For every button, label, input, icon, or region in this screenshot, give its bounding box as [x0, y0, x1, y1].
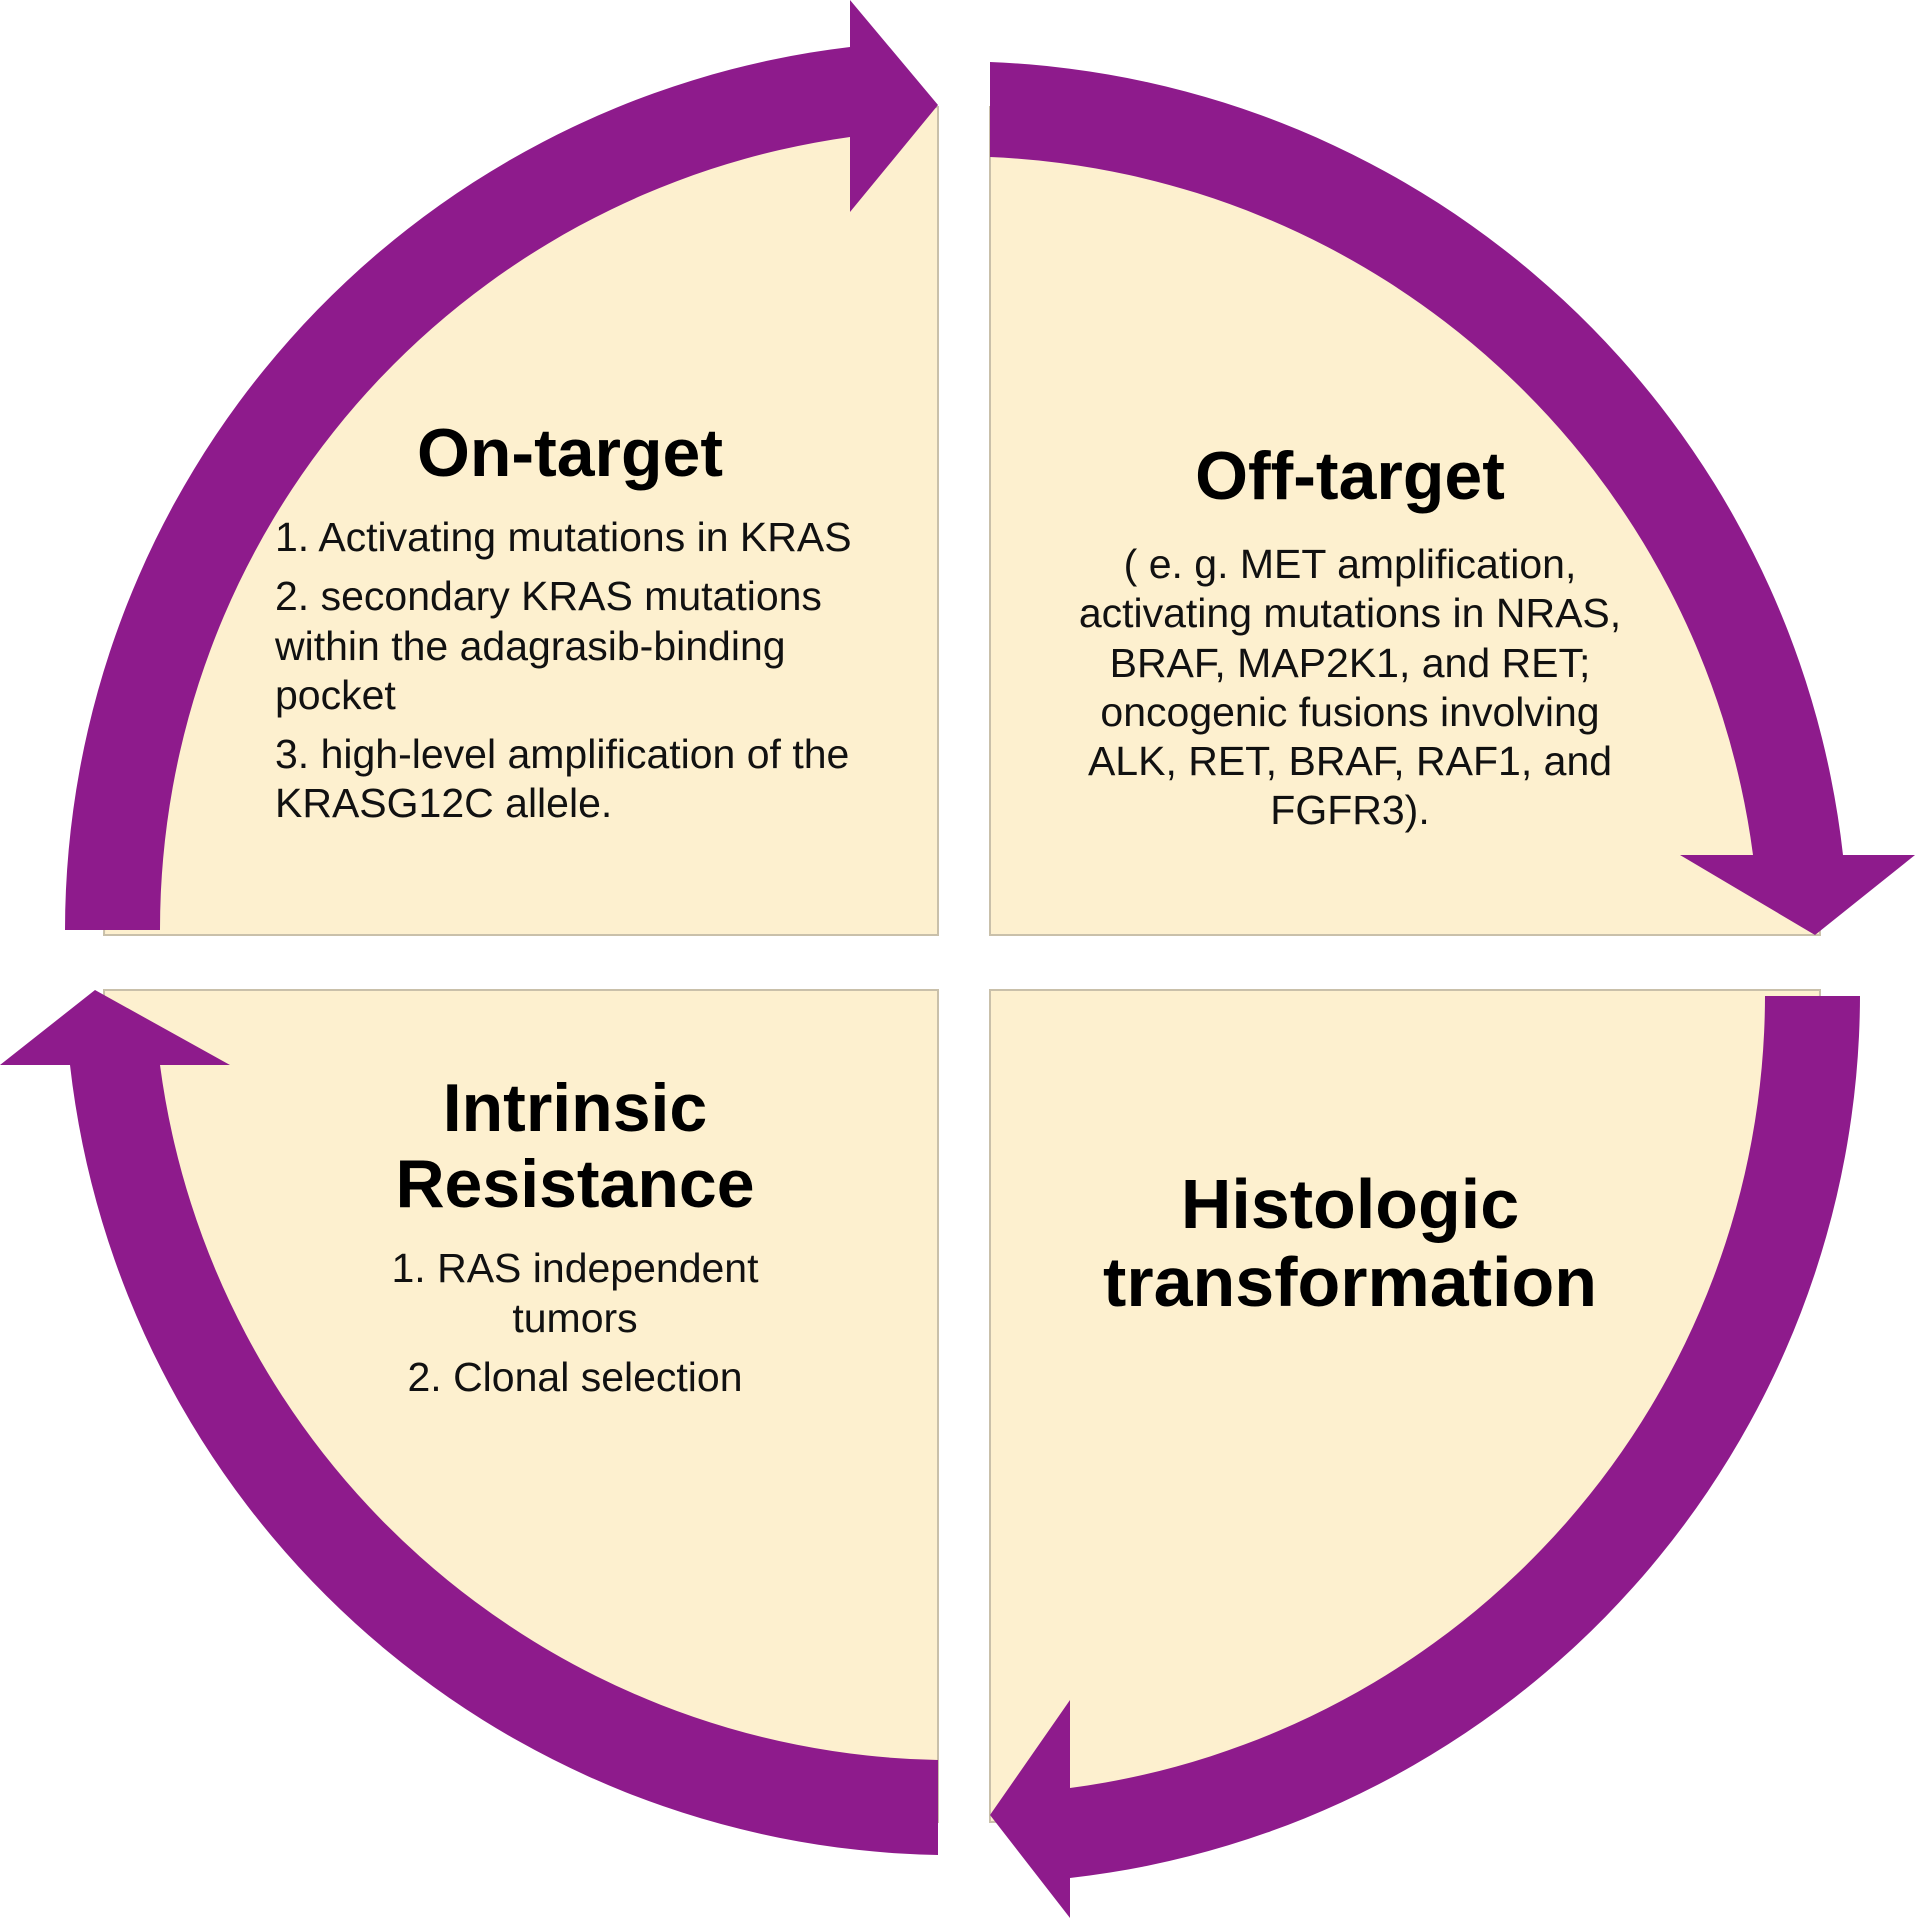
intrinsic-resistance-title-line2: Resistance — [395, 1146, 755, 1223]
list-item: 2. Clonal selection — [407, 1353, 743, 1400]
histologic-title-line2: transformation — [1103, 1243, 1597, 1322]
histologic-title-line1: Histologic — [1180, 1165, 1520, 1243]
off-target-description: ( e. g. MET amplification, activating mu… — [1078, 541, 1622, 834]
list-item: 1. Activating mutations in KRAS — [275, 514, 852, 561]
list-item: 1. RAS independent tumors — [391, 1245, 759, 1341]
intrinsic-resistance-content: Intrinsic Resistance 1. RAS independent … — [325, 1070, 825, 1412]
off-target-title: Off-target — [1195, 438, 1505, 514]
arrow-to-off-target — [65, 0, 938, 930]
intrinsic-resistance-list: 1. RAS independent tumors 2. Clonal sele… — [325, 1244, 825, 1402]
on-target-content: On-target 1. Activating mutations in KRA… — [275, 415, 865, 838]
on-target-list: 1. Activating mutations in KRAS 2. secon… — [275, 513, 865, 828]
arrow-to-histologic-transformation — [990, 62, 1915, 935]
histologic-transformation-content: Histologic transformation — [1030, 1165, 1670, 1322]
arrow-to-on-target — [0, 990, 938, 1855]
off-target-content: Off-target ( e. g. MET amplification, ac… — [1055, 438, 1645, 835]
list-item: 2. secondary KRAS mutations within the a… — [275, 573, 822, 718]
on-target-title: On-target — [417, 415, 723, 491]
intrinsic-resistance-title-line1: Intrinsic — [442, 1070, 708, 1146]
list-item: 3. high-level amplification of the KRASG… — [275, 730, 850, 827]
arrow-to-intrinsic-resistance — [990, 996, 1860, 1918]
